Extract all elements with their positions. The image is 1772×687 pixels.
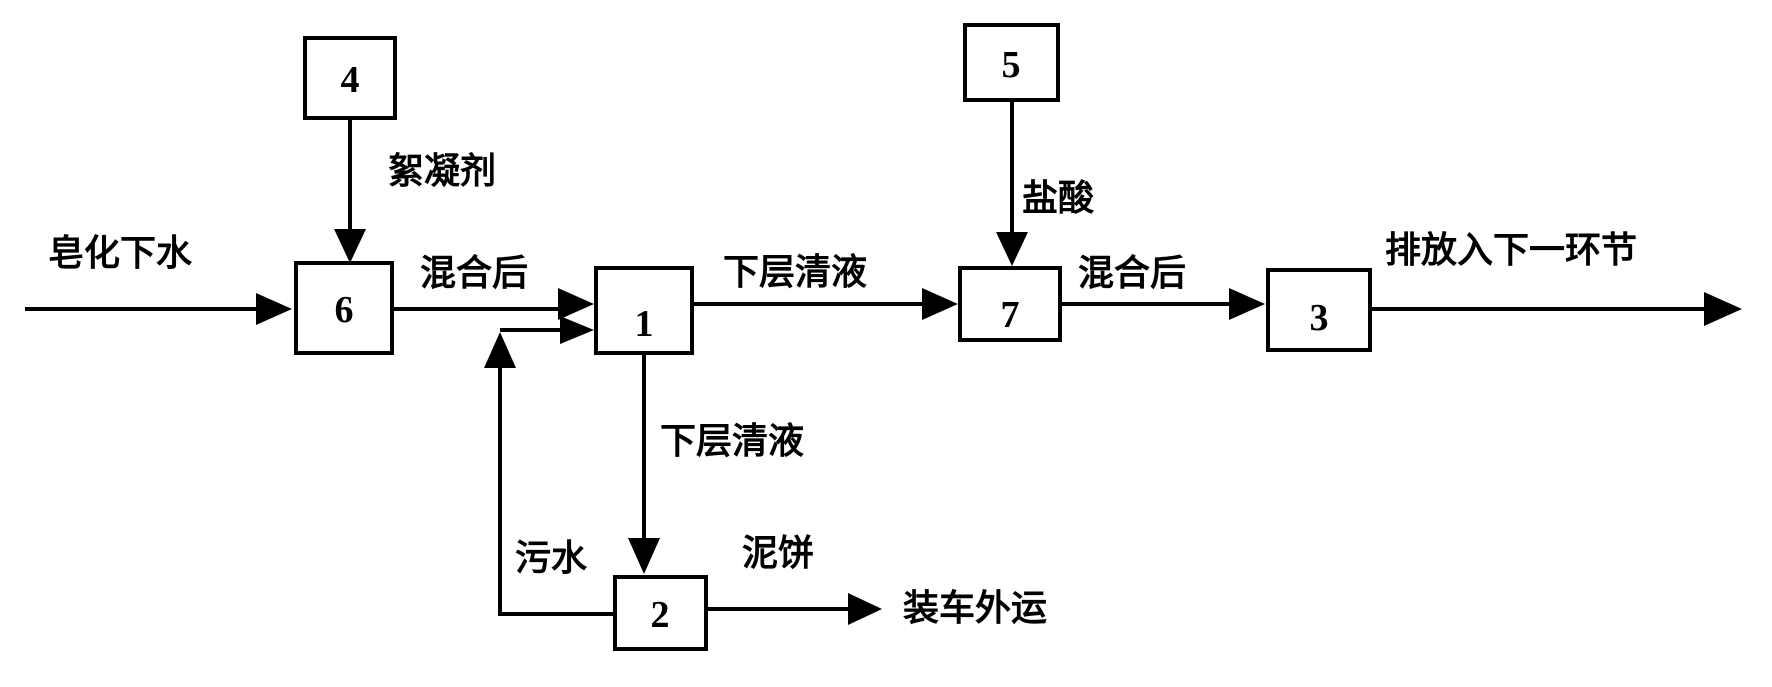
box-1-frame [594, 266, 694, 355]
arrowhead-into-6 [256, 293, 292, 325]
box-2-number: 2 [651, 594, 670, 636]
label-clear-liquid-to-7: 下层清液 [723, 252, 867, 293]
box-2: 2 [613, 575, 708, 651]
arrowhead-output [1704, 292, 1742, 326]
box-1-number: 1 [635, 303, 654, 345]
flow-labels: 皂化下水 絮凝剂 混合后 下层清液 盐酸 混合后 排放入下一环节 下层清液 污水… [48, 151, 1637, 629]
box-7-number: 7 [1001, 294, 1020, 336]
arrowhead-down-into-7 [996, 232, 1028, 266]
label-mixed-after-6: 混合后 [420, 253, 528, 294]
box-4: 4 [303, 36, 397, 120]
arrowhead-return-into-1 [560, 316, 594, 344]
arrowhead-into-1 [558, 288, 594, 320]
label-mixed-after-7: 混合后 [1078, 253, 1186, 294]
box-2-frame [613, 575, 708, 651]
arrowhead-into-7 [922, 288, 958, 320]
box-5: 5 [963, 23, 1060, 102]
arrowhead-into-3 [1229, 288, 1265, 320]
box-3: 3 [1266, 268, 1372, 352]
box-3-number: 3 [1310, 297, 1329, 339]
label-discharge-next: 排放入下一环节 [1385, 230, 1637, 271]
label-input-water: 皂化下水 [48, 233, 193, 274]
label-clear-liquid-down: 下层清液 [660, 421, 804, 462]
box-7: 7 [958, 266, 1062, 342]
arrowhead-to-truck [848, 593, 882, 625]
box-1: 1 [594, 266, 694, 355]
box-3-frame [1266, 268, 1372, 352]
box-5-number: 5 [1002, 44, 1021, 86]
box-6: 6 [294, 261, 394, 355]
box-5-frame [963, 23, 1060, 102]
box-6-number: 6 [335, 289, 354, 331]
label-sludge-cake: 泥饼 [742, 533, 814, 574]
box-4-frame [303, 36, 397, 120]
box-4-number: 4 [341, 59, 360, 101]
label-flocculant: 絮凝剂 [388, 151, 496, 192]
box-7-frame [958, 266, 1062, 342]
arrowheads [256, 229, 1742, 625]
arrowhead-down-into-2 [628, 538, 660, 574]
label-sewage: 污水 [515, 538, 588, 579]
flow-lines [25, 99, 1710, 616]
label-hydrochloric-acid: 盐酸 [1022, 178, 1094, 219]
arrowhead-up-sewage [484, 332, 516, 368]
arrowhead-down-into-6 [334, 229, 366, 263]
line-2-sewage-return [498, 350, 615, 616]
label-truck-out: 装车外运 [903, 588, 1047, 629]
box-6-frame [294, 261, 394, 355]
